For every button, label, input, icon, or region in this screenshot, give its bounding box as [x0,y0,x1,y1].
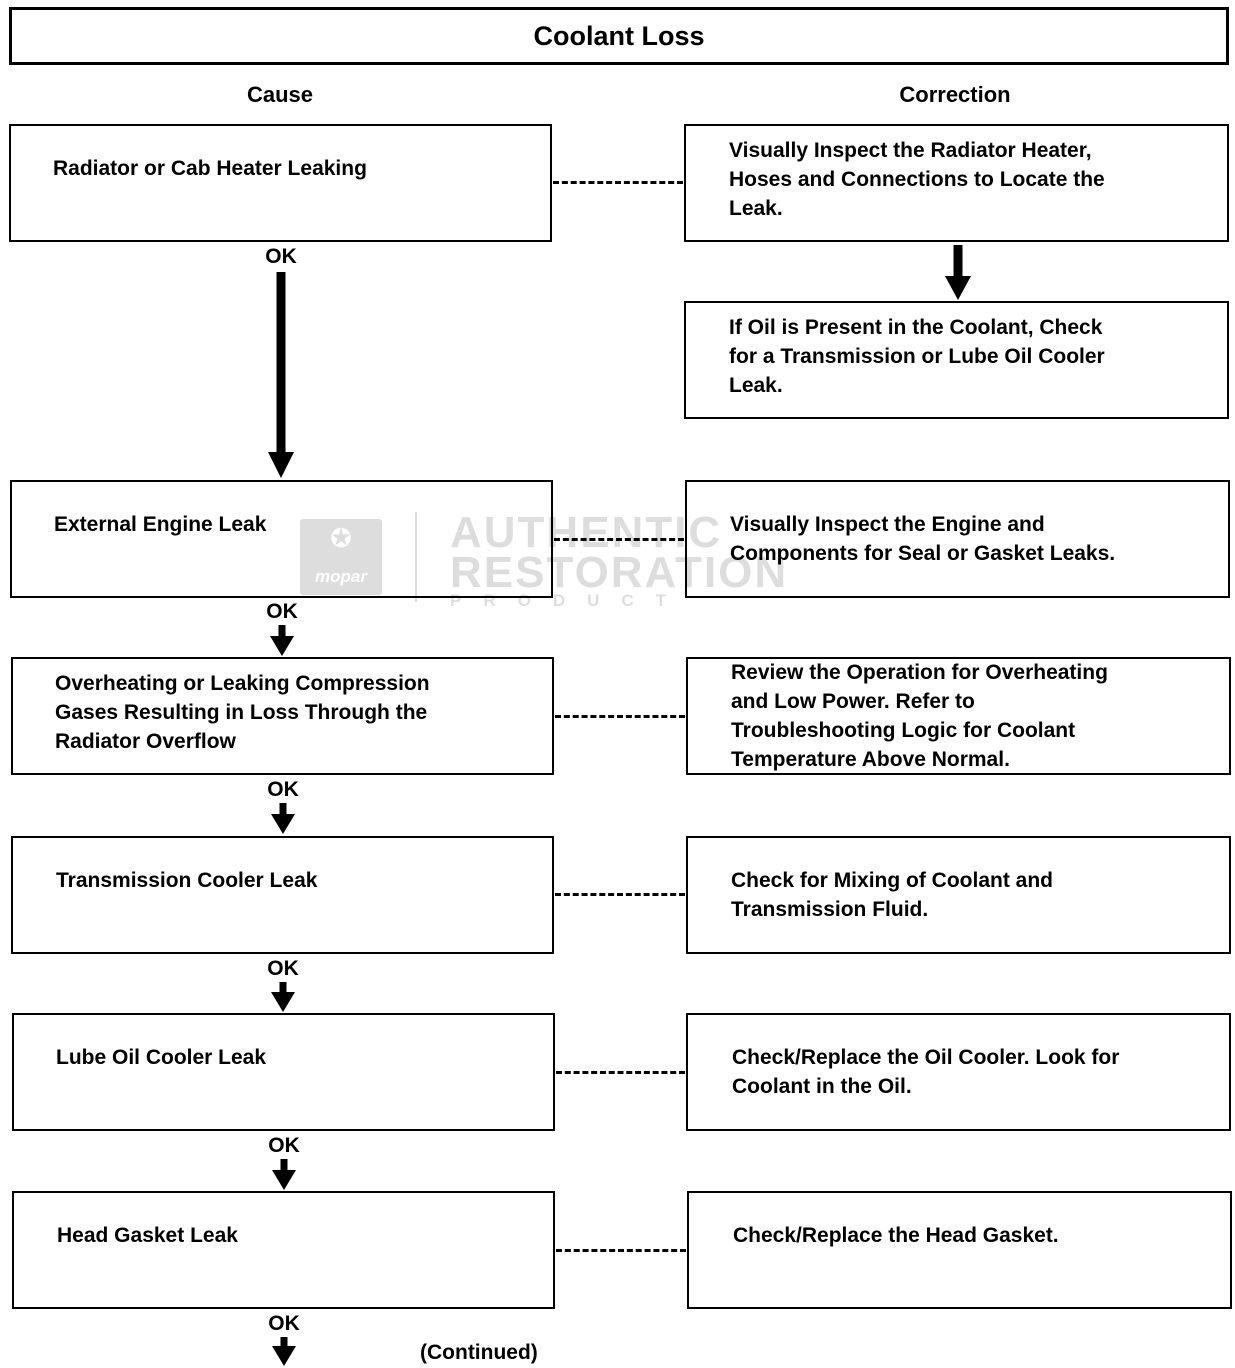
watermark-line1: AUTHENTIC [450,508,723,557]
arrow-short-down [272,1159,296,1190]
ok-label: OK [266,600,298,623]
correction-text: Check for Mixing of Coolant and Transmis… [731,869,1054,921]
arrow-short-down [271,982,295,1012]
arrow-short-down [272,1337,296,1366]
correction-box-mixing-check: Check for Mixing of Coolant and Transmis… [686,836,1231,954]
watermark: ✪ mopar AUTHENTIC RESTORATION PRODUCT [300,508,786,610]
correction-text: Review the Operation for Overheating and… [731,661,1108,771]
correction-text: If Oil is Present in the Coolant, Check … [729,316,1105,397]
connector-line [554,538,684,541]
mopar-logo: ✪ mopar [300,519,382,595]
cause-box-lube-oil-cooler: Lube Oil Cooler Leak [12,1013,555,1131]
arrow-correction-down [945,245,971,300]
cause-text: External Engine Leak [54,513,267,536]
correction-column-header: Correction [899,82,1011,107]
page-title: Coolant Loss [533,20,705,51]
correction-box-oil-present: If Oil is Present in the Coolant, Check … [684,301,1229,419]
cause-text: Transmission Cooler Leak [56,869,318,892]
watermark-line2: RESTORATION [450,548,789,597]
watermark-divider [415,512,417,602]
cause-text: Radiator or Cab Heater Leaking [53,157,367,180]
cause-box-radiator-heater: Radiator or Cab Heater Leaking [9,124,552,242]
arrow-long-down [268,272,294,478]
ok-label: OK [267,957,299,980]
cause-box-external-engine: External Engine Leak [10,480,553,598]
cause-text: Head Gasket Leak [57,1224,238,1247]
ok-label: OK [267,778,299,801]
cause-box-overheating: Overheating or Leaking Compression Gases… [11,657,554,775]
ok-label: OK [268,1312,300,1335]
connector-line [556,1249,686,1252]
connector-line [555,715,685,718]
title-box: Coolant Loss [9,7,1229,65]
correction-box-oil-cooler-replace: Check/Replace the Oil Cooler. Look for C… [686,1013,1231,1131]
correction-box-overheating-review: Review the Operation for Overheating and… [686,657,1231,775]
correction-box-head-gasket-replace: Check/Replace the Head Gasket. [687,1191,1232,1309]
correction-text: Visually Inspect the Radiator Heater, Ho… [729,139,1105,220]
mopar-logo-text: mopar [315,567,367,586]
continued-label: (Continued) [420,1341,538,1364]
cause-column-header: Cause [246,82,314,107]
connector-line [553,181,683,184]
watermark-line3: PRODUCT [450,591,689,610]
arrow-short-down [270,625,294,656]
connector-line [556,1071,685,1074]
connector-line [555,893,685,896]
cause-text: Lube Oil Cooler Leak [56,1046,267,1069]
cause-text: Overheating or Leaking Compression Gases… [55,672,430,753]
correction-text: Check/Replace the Head Gasket. [733,1224,1059,1247]
star-icon: ✪ [330,523,352,553]
ok-label: OK [265,245,297,268]
cause-box-head-gasket: Head Gasket Leak [12,1191,555,1309]
correction-box-engine-inspect: Visually Inspect the Engine and Componen… [685,480,1230,598]
ok-label: OK [268,1134,300,1157]
correction-text: Check/Replace the Oil Cooler. Look for C… [732,1046,1120,1098]
correction-text: Visually Inspect the Engine and Componen… [730,513,1116,565]
arrow-short-down [271,803,295,834]
correction-box-radiator-inspect: Visually Inspect the Radiator Heater, Ho… [684,124,1229,242]
cause-box-transmission-cooler: Transmission Cooler Leak [11,836,554,954]
